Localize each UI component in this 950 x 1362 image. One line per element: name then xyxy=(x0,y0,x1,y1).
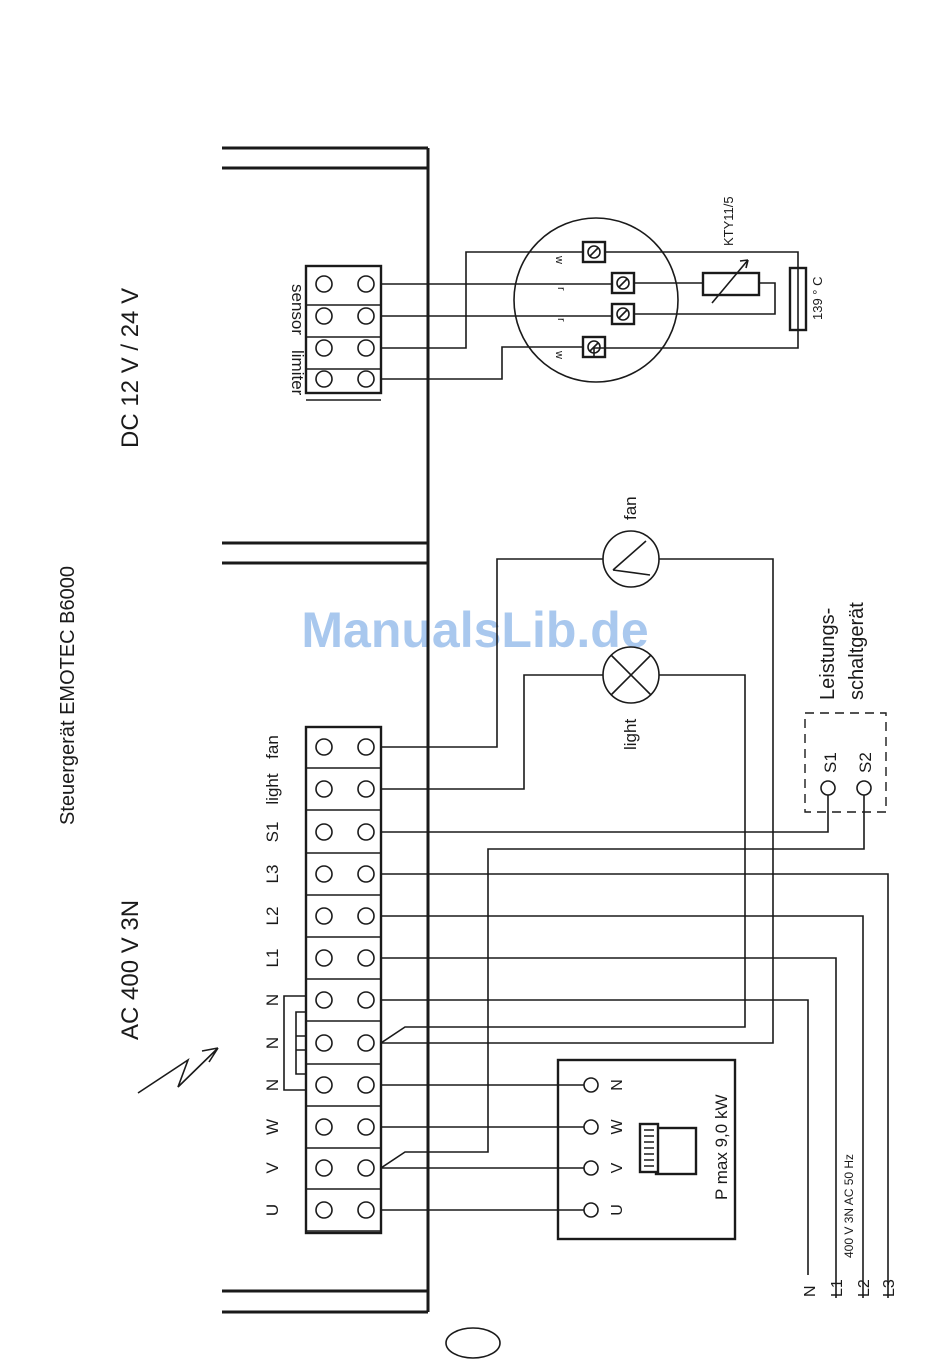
heater-icon xyxy=(640,1124,696,1174)
fan-label: fan xyxy=(621,496,640,520)
sensor-pin-w1: w xyxy=(553,255,565,264)
thermistor-icon xyxy=(703,260,759,303)
mains-label: 400 V 3N AC 50 Hz xyxy=(842,1154,856,1258)
mains-n: N xyxy=(802,1285,819,1297)
terminal-label-l2-7: L2 xyxy=(263,907,282,926)
mains-l3: L3 xyxy=(881,1279,898,1297)
main-terminal-labels: U V W N N N L1 L2 L3 S1 light fan xyxy=(263,735,282,1216)
thermal-fuse-icon xyxy=(790,268,806,330)
contactor-s2-label: S2 xyxy=(856,752,875,773)
fan-symbol xyxy=(603,531,659,587)
supply-ac-label: AC 400 V 3N xyxy=(117,900,144,1040)
terminal-label-fan-11: fan xyxy=(263,735,282,759)
terminal-label-n-3: N xyxy=(263,1079,282,1091)
heater-terminal-label-v: V xyxy=(609,1162,626,1173)
terminal-label-n-5: N xyxy=(263,994,282,1006)
sensor-pin-r1: r xyxy=(555,287,567,291)
terminal-label-n-4: N xyxy=(263,1037,282,1049)
sensor-terminal-block xyxy=(306,266,381,400)
contactor-label-2: schaltgerät xyxy=(846,602,868,700)
device-title: Steuergerät EMOTEC B6000 xyxy=(57,566,79,825)
light-label: light xyxy=(621,719,640,750)
sensor-label: sensor xyxy=(288,284,307,335)
terminal-label-w-2: W xyxy=(263,1119,282,1135)
page-marker xyxy=(446,1328,500,1358)
sensor-wiring xyxy=(381,252,798,379)
limiter-label: limiter xyxy=(288,350,307,396)
contactor-label-1: Leistungs- xyxy=(817,608,839,700)
terminal-label-v-1: V xyxy=(263,1162,282,1174)
terminal-label-l1-6: L1 xyxy=(263,949,282,968)
supply-dc-label: DC 12 V / 24 V xyxy=(117,288,144,448)
sensor-pin-w2: w xyxy=(553,350,565,359)
kty-label: KTY11/5 xyxy=(721,196,736,246)
sensor-unit xyxy=(514,218,678,382)
contactor-s1-label: S1 xyxy=(821,752,840,773)
terminal-label-l3-8: L3 xyxy=(263,865,282,884)
n-bridge xyxy=(284,996,306,1090)
terminal-label-light-10: light xyxy=(263,773,282,804)
heater-terminal-label-u: U xyxy=(609,1204,626,1216)
terminal-label-u-0: U xyxy=(263,1204,282,1216)
mains-l1: L1 xyxy=(829,1279,846,1297)
heater-terminal-label-w: W xyxy=(609,1119,626,1135)
heater-terminal-label-n: N xyxy=(609,1079,626,1091)
watermark: ManualsLib.de xyxy=(301,602,648,658)
heater-power-label: P max 9,0 kW xyxy=(712,1095,731,1201)
terminal-label-s1-9: S1 xyxy=(263,822,282,843)
contactor-s1-terminal xyxy=(821,781,835,795)
contactor-s2-terminal xyxy=(857,781,871,795)
mains-l2: L2 xyxy=(856,1279,873,1297)
main-terminal-block xyxy=(306,727,381,1233)
lightning-icon xyxy=(138,1048,218,1093)
sensor-pin-r2: r xyxy=(555,318,567,322)
limit-temp-label: 139 ° C xyxy=(810,276,825,320)
